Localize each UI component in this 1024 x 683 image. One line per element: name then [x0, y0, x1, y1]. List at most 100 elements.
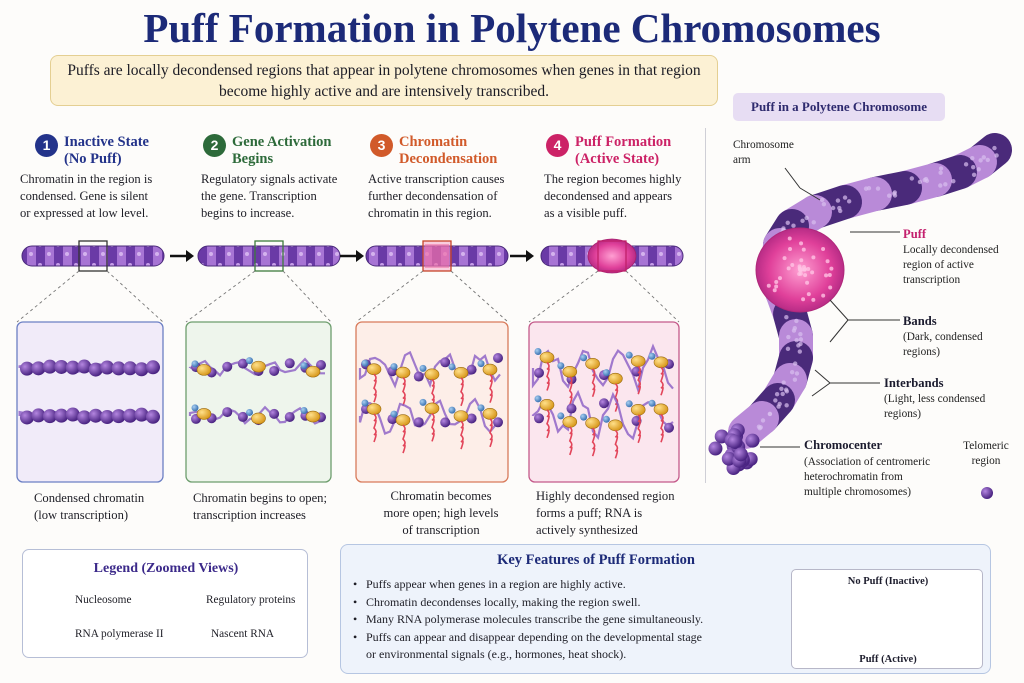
chromatin-granule: [792, 361, 798, 366]
stage-4-title: Puff Formation (Active State): [575, 134, 671, 168]
rna-polymerase: [251, 360, 266, 373]
rna-polymerase: [562, 365, 578, 378]
puff-granule: [827, 273, 832, 278]
highlight-box: [422, 240, 452, 272]
nucleosome: [269, 408, 280, 419]
rna-polymerase: [482, 363, 498, 376]
nucleosome: [31, 361, 46, 376]
chromatin-granule: [842, 195, 848, 200]
chromatin-granule: [794, 318, 799, 324]
telomeric-region-marker: [981, 487, 993, 499]
nucleosome: [100, 410, 115, 425]
regulatory-protein: [246, 357, 253, 365]
nascent-rna: [460, 377, 464, 407]
stage-3-desc-line: further decondensation of: [368, 189, 498, 203]
nascent-rna: [637, 414, 641, 444]
chromatin-granule: [963, 162, 969, 167]
nucleosome: [77, 359, 92, 374]
regulatory-protein: [477, 360, 485, 368]
stage-2-description: Regulatory signals activate the gene. Tr…: [201, 171, 337, 222]
puff-granule: [774, 280, 779, 285]
nucleosome: [534, 413, 544, 424]
key-features-list: Puffs appear when genes in a region are …: [353, 576, 793, 664]
zoom-line-right: [625, 270, 680, 323]
nascent-rna: [546, 361, 550, 391]
regulatory-protein: [191, 404, 199, 412]
rna-polymerase: [608, 372, 623, 385]
interbands-bracket: [814, 369, 831, 384]
chromatin-granule: [757, 426, 763, 431]
puff-bulge: [587, 238, 637, 274]
stage-2-caption-line: Chromatin begins to open;: [193, 491, 327, 505]
puff-granule: [788, 246, 793, 251]
chromatin-granule: [976, 167, 981, 172]
legend-polymerase-label: RNA polymerase II: [75, 628, 164, 640]
chromosome-arm-label: Chromosome arm: [733, 138, 794, 168]
chromatin-granule: [789, 369, 795, 375]
puff-comparison-box: No Puff (Inactive) Puff (Active): [791, 569, 983, 669]
chromatin-granule: [838, 208, 843, 214]
right-panel-title: Puff in a Polytene Chromosome: [733, 93, 945, 121]
highlight-box: [78, 240, 108, 272]
zoom-panel-frame: [185, 321, 332, 483]
rna-polymerase: [630, 355, 646, 367]
stage-4-chromosome-strip: [528, 238, 684, 323]
nascent-rna: [402, 424, 406, 454]
regulatory-protein: [390, 410, 398, 418]
rna-polymerase: [653, 356, 669, 369]
interband-segment: [728, 401, 779, 449]
nucleosome: [566, 403, 577, 414]
stage-3-caption-line: of transcription: [402, 523, 480, 537]
stage-1-description: Chromatin in the region is condensed. Ge…: [20, 171, 152, 222]
stage-4-number: 4: [546, 134, 569, 157]
chromosome-strip-body: [197, 245, 341, 267]
chromatin-granule: [994, 153, 999, 158]
stage-1-chromosome-strip: [16, 240, 165, 323]
rna-polymerase: [424, 368, 440, 381]
chromocenter-granule: [721, 451, 736, 466]
regulatory-protein: [602, 415, 610, 423]
nucleosome: [413, 371, 424, 382]
stage-1-zoom-panel: [16, 321, 164, 483]
puff-granule: [811, 255, 816, 260]
chromatin-granule: [863, 186, 869, 191]
regulatory-protein: [191, 360, 199, 368]
chromatin-granule: [981, 155, 987, 160]
nucleosome: [237, 411, 248, 422]
chromatin-granule: [791, 223, 796, 228]
rna-polymerase: [585, 417, 600, 429]
nucleosome: [599, 398, 609, 409]
chromocenter-desc-line: multiple chromosomes): [804, 486, 911, 498]
chromatin-granule: [943, 182, 948, 187]
nucleosome: [20, 361, 34, 376]
regulatory-protein: [625, 351, 633, 359]
nucleosome: [31, 408, 46, 423]
bands-bracket: [829, 299, 849, 321]
zoom-panel-frame: [16, 321, 164, 483]
regulatory-protein: [448, 406, 456, 414]
nucleosome: [237, 358, 248, 369]
nascent-rna: [431, 378, 435, 408]
chromatin-granule: [792, 377, 798, 382]
stage-3-caption-line: more open; high levels: [383, 506, 499, 520]
zoom-line-left: [185, 270, 256, 323]
chromatin-granule: [784, 389, 790, 394]
regulatory-protein: [300, 362, 308, 370]
stage-4-desc-line: as a visible puff.: [544, 206, 628, 220]
puff-heading: Puff: [903, 227, 927, 241]
chromocenter-description: (Association of centromeric heterochroma…: [804, 455, 930, 500]
chromocenter-granule: [708, 441, 723, 456]
stage-3-chromosome-strip: [355, 240, 509, 323]
chromatin-granule: [779, 386, 784, 391]
polytene-chromosome: [708, 133, 1012, 476]
puff-granule: [774, 284, 779, 289]
stage-4-desc-line: The region becomes highly: [544, 172, 682, 186]
rna-polymerase: [305, 365, 321, 378]
regulatory-protein: [361, 399, 369, 407]
zoom-line-right: [106, 270, 164, 323]
nucleosome: [493, 353, 503, 364]
stage-1-caption: Condensed chromatin (low transcription): [34, 490, 144, 524]
stage-3-desc-line: Active transcription causes: [368, 172, 505, 186]
legend-title: Legend (Zoomed Views): [93, 561, 239, 576]
puff-granule: [821, 246, 826, 251]
